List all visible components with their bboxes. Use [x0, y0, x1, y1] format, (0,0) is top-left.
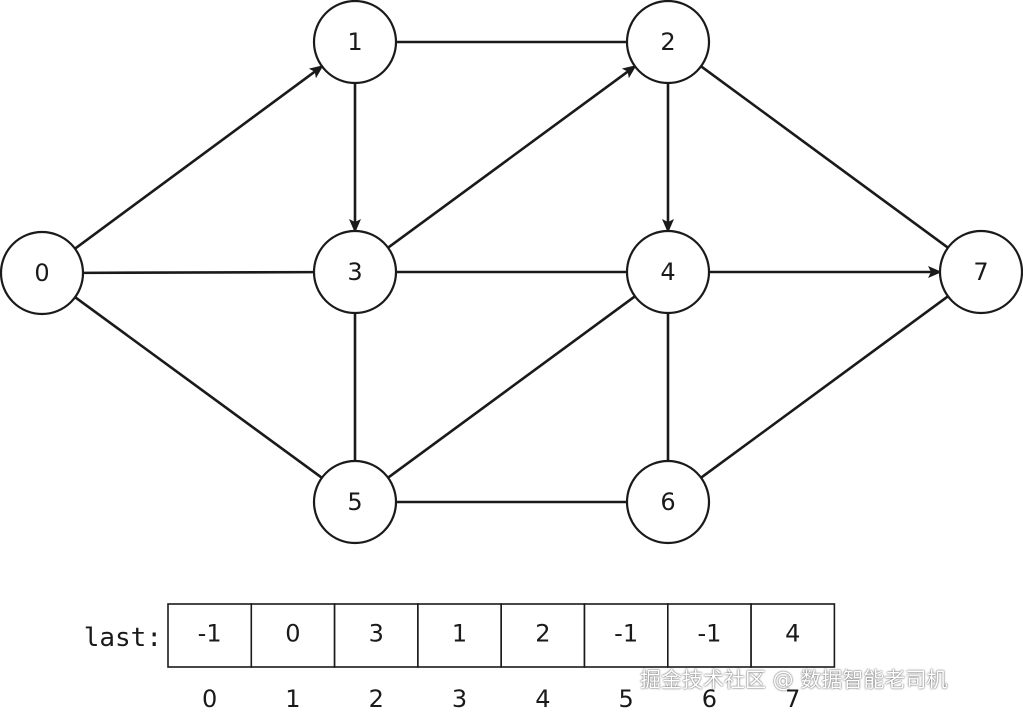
edge-5-4 — [387, 295, 636, 479]
edge-6-7 — [700, 295, 949, 479]
array-index-3: 3 — [452, 685, 467, 713]
array-index-2: 2 — [369, 685, 384, 713]
array-cell-7 — [750, 603, 836, 668]
node-circle — [938, 229, 1023, 315]
edge-0-3 — [82, 270, 315, 275]
node-label: 4 — [660, 258, 675, 286]
array-cell-5 — [583, 603, 669, 668]
edges-layer — [74, 40, 949, 504]
node-circle — [312, 229, 398, 315]
array-index-5: 5 — [619, 685, 634, 713]
node-3: 3 — [312, 229, 398, 315]
array-label: last: — [84, 623, 162, 653]
node-label: 5 — [347, 488, 362, 516]
array-cell-1 — [250, 603, 336, 668]
edge-0-5 — [74, 296, 323, 479]
node-label: 2 — [660, 28, 675, 56]
node-label: 7 — [973, 258, 988, 286]
array-cell-3 — [417, 603, 502, 668]
array-value-6: -1 — [697, 620, 721, 648]
node-5: 5 — [312, 459, 398, 545]
array-cell-4 — [500, 603, 586, 668]
node-0: 0 — [0, 230, 85, 316]
node-circle — [312, 0, 398, 85]
node-circle — [312, 459, 398, 545]
node-6: 6 — [625, 459, 711, 545]
node-4: 4 — [625, 229, 711, 315]
node-label: 6 — [660, 488, 675, 516]
array-cell-0 — [167, 603, 253, 668]
node-circle — [0, 230, 85, 316]
array-value-0: -1 — [198, 620, 222, 648]
node-label: 3 — [347, 258, 362, 286]
array-cell-6 — [666, 603, 752, 668]
array-index-0: 0 — [202, 685, 217, 713]
edge-2-7 — [700, 65, 949, 249]
array-value-1: 0 — [285, 620, 300, 648]
array-value-3: 1 — [452, 620, 467, 648]
nodes-layer: 0 1 2 3 4 5 6 7 — [0, 0, 1023, 545]
node-label: 0 — [34, 259, 49, 287]
array-index-7: 7 — [785, 685, 800, 713]
last-array: last: -1 0 3 1 2 -1 -1 4 0 1 2 3 4 5 6 7 — [84, 603, 836, 713]
array-index-1: 1 — [285, 685, 300, 713]
array-value-2: 3 — [369, 620, 384, 648]
node-2: 2 — [625, 0, 711, 85]
array-value-7: 4 — [785, 620, 800, 648]
edge-0-1 — [74, 65, 324, 250]
node-label: 1 — [347, 28, 362, 56]
array-value-4: 2 — [535, 620, 550, 648]
edge-3-2 — [387, 65, 637, 249]
node-1: 1 — [312, 0, 398, 85]
array-value-5: -1 — [614, 620, 638, 648]
array-index-4: 4 — [535, 685, 550, 713]
node-circle — [625, 459, 711, 545]
node-circle — [625, 0, 711, 85]
array-index-6: 6 — [702, 685, 717, 713]
node-circle — [625, 229, 711, 315]
node-7: 7 — [938, 229, 1023, 315]
